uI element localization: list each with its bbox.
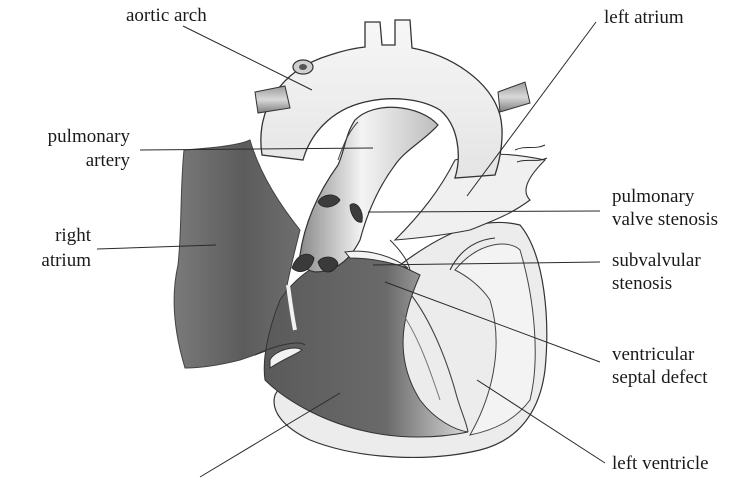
label-ventricular-septal-defect-line1: ventricular	[612, 343, 694, 366]
label-right-atrium-line2: atrium	[4, 249, 91, 272]
label-aortic-arch: aortic arch	[126, 4, 207, 27]
label-pulmonary-valve-stenosis-line2: valve stenosis	[612, 208, 718, 231]
label-subvalvular-stenosis-line2: stenosis	[612, 272, 672, 295]
label-pulmonary-valve-stenosis-line1: pulmonary	[612, 185, 694, 208]
label-left-atrium: left atrium	[604, 6, 684, 29]
label-pulmonary-artery-line1: pulmonary	[4, 125, 130, 148]
label-right-atrium-line1: right	[4, 224, 91, 247]
vessel-left	[255, 86, 290, 113]
label-pulmonary-artery-line2: artery	[4, 149, 130, 172]
label-left-ventricle: left ventricle	[612, 452, 709, 475]
vessel-right	[498, 82, 530, 112]
pulmonary-artery	[300, 107, 438, 272]
label-subvalvular-stenosis-line1: subvalvular	[612, 249, 701, 272]
label-ventricular-septal-defect-line2: septal defect	[612, 366, 707, 389]
